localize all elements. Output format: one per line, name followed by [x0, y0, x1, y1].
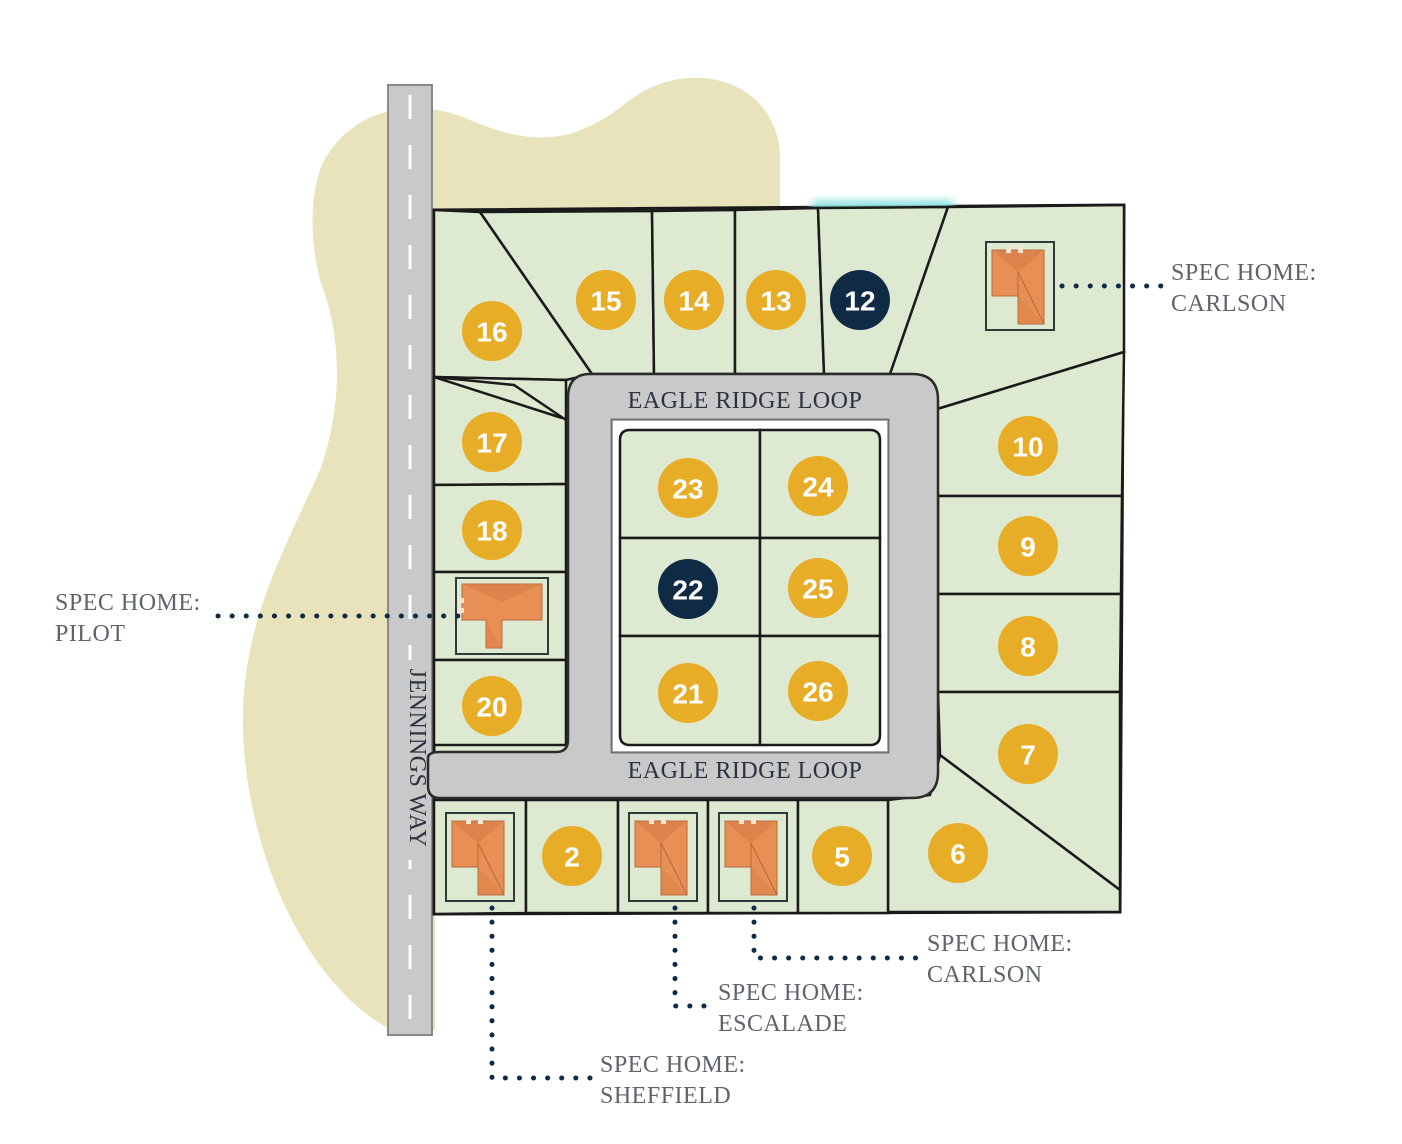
leader-line-carlson-s — [751, 905, 919, 961]
spec-home-label-pilot: SPEC HOME: PILOT — [55, 590, 201, 647]
lot-badge-circle — [462, 500, 522, 560]
lot-badge-circle — [928, 823, 988, 883]
lot-badge-circle — [746, 270, 806, 330]
lot-badge-circle — [462, 412, 522, 472]
lot-badge-circle — [788, 456, 848, 516]
lot-badge-7[interactable]: 7 — [998, 724, 1058, 784]
lot-badge-13[interactable]: 13 — [746, 270, 806, 330]
lot-badge-24[interactable]: 24 — [788, 456, 848, 516]
lot-badge-circle — [542, 826, 602, 886]
eagle-ridge-loop-label-top: EAGLE RIDGE LOOP — [628, 388, 863, 414]
svg-text:SPEC HOME:: SPEC HOME: — [600, 1052, 746, 1078]
lot-badge-17[interactable]: 17 — [462, 412, 522, 472]
lot-badge-25[interactable]: 25 — [788, 558, 848, 618]
lot-badge-18[interactable]: 18 — [462, 500, 522, 560]
lot-badge-14[interactable]: 14 — [664, 270, 724, 330]
eagle-ridge-loop-label-bottom: EAGLE RIDGE LOOP — [628, 758, 863, 784]
lot-badge-circle — [658, 458, 718, 518]
lot-badge-circle — [830, 270, 890, 330]
lot-badge-6[interactable]: 6 — [928, 823, 988, 883]
svg-text:SPEC HOME:: SPEC HOME: — [927, 931, 1073, 957]
lot-badge-5[interactable]: 5 — [812, 826, 872, 886]
lot-badge-9[interactable]: 9 — [998, 516, 1058, 576]
lot-badge-2[interactable]: 2 — [542, 826, 602, 886]
jennings-way-label: JENNINGS WAY — [404, 669, 430, 848]
lot-badge-circle — [664, 270, 724, 330]
spec-home-label-escalade: SPEC HOME: ESCALADE — [718, 980, 864, 1037]
spec-home-label-sheffield: SPEC HOME: SHEFFIELD — [600, 1052, 746, 1109]
lot-badge-8[interactable]: 8 — [998, 616, 1058, 676]
lot-badge-circle — [998, 724, 1058, 784]
lot-badge-15[interactable]: 15 — [576, 270, 636, 330]
svg-text:SPEC HOME:: SPEC HOME: — [55, 590, 201, 616]
spec-home-label-carlson-ne: SPEC HOME: CARLSON — [1171, 260, 1317, 317]
lot-badge-16[interactable]: 16 — [462, 301, 522, 361]
lot-badge-23[interactable]: 23 — [658, 458, 718, 518]
lot-badge-20[interactable]: 20 — [462, 676, 522, 736]
background-land-shape — [242, 77, 781, 1031]
lot-badge-circle — [998, 616, 1058, 676]
lot-badge-circle — [658, 663, 718, 723]
lot-badge-circle — [462, 676, 522, 736]
lot-badge-10[interactable]: 10 — [998, 416, 1058, 476]
svg-text:PILOT: PILOT — [55, 621, 126, 647]
svg-text:CARLSON: CARLSON — [1171, 291, 1287, 317]
lot-badge-21[interactable]: 21 — [658, 663, 718, 723]
lot-badge-circle — [788, 661, 848, 721]
svg-text:SPEC HOME:: SPEC HOME: — [718, 980, 864, 1006]
lot-badge-circle — [576, 270, 636, 330]
lot-badge-circle — [998, 516, 1058, 576]
lot-badge-circle — [462, 301, 522, 361]
lot-badge-circle — [658, 559, 718, 619]
leader-line-sheffield — [489, 905, 593, 1081]
lot-badge-22[interactable]: 22 — [658, 559, 718, 619]
lot-badge-12[interactable]: 12 — [830, 270, 890, 330]
svg-text:CARLSON: CARLSON — [927, 962, 1043, 988]
lot-badge-circle — [998, 416, 1058, 476]
spec-home-label-carlson-s: SPEC HOME: CARLSON — [927, 931, 1073, 988]
svg-text:SHEFFIELD: SHEFFIELD — [600, 1083, 731, 1109]
jennings-way-road — [387, 84, 433, 1036]
leader-line-escalade — [672, 905, 709, 1009]
lot-badge-circle — [788, 558, 848, 618]
lot-badge-26[interactable]: 26 — [788, 661, 848, 721]
svg-text:ESCALADE: ESCALADE — [718, 1011, 847, 1037]
lot-badge-circle — [812, 826, 872, 886]
svg-text:SPEC HOME:: SPEC HOME: — [1171, 260, 1317, 286]
